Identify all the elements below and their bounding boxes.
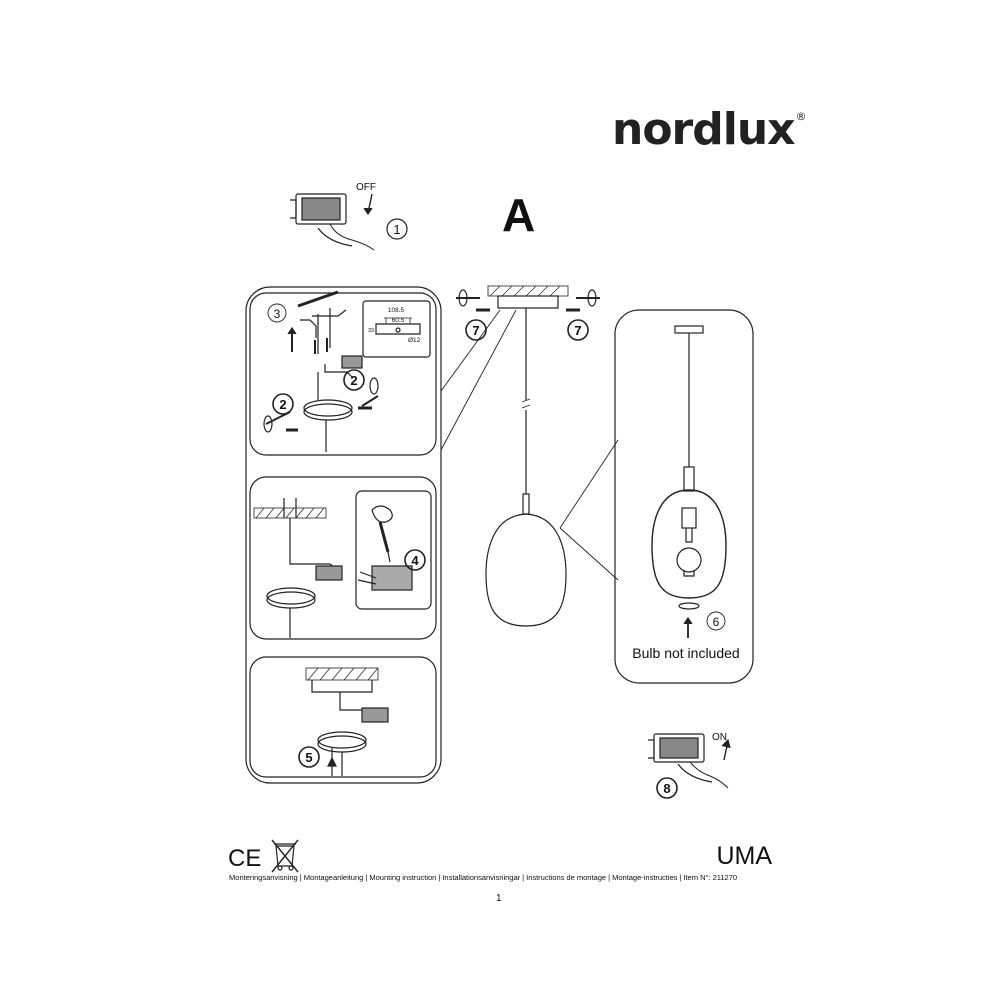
step-3-badge: 3 [267, 303, 287, 323]
bracket-dimension-drawing [375, 317, 421, 335]
bracket-side-label: 33 [368, 328, 374, 334]
step-5-badge: 5 [298, 746, 320, 768]
step-8-badge: 8 [656, 777, 678, 799]
svg-text:2: 2 [279, 397, 286, 412]
svg-text:7: 7 [574, 323, 581, 338]
switch-off-illustration [290, 193, 375, 251]
wiring-detail-box [355, 490, 432, 610]
page-number: 1 [496, 893, 502, 904]
weee-bin-icon [271, 839, 299, 873]
pendant-lamp [485, 308, 567, 627]
svg-text:7: 7 [472, 323, 479, 338]
svg-text:2: 2 [350, 373, 357, 388]
bracket-assembly [263, 290, 379, 452]
step-4-badge: 4 [404, 549, 426, 571]
section-letter: A [502, 189, 536, 241]
svg-text:5: 5 [305, 750, 312, 765]
svg-text:1: 1 [393, 222, 400, 237]
bulb-panel [614, 309, 754, 684]
step-7-badge: 7 [465, 319, 487, 341]
bracket-height-label: 60.5 [392, 317, 405, 324]
bracket-hole-label: Ø12 [408, 337, 421, 344]
callout-line [440, 309, 517, 451]
subpanel-wiring [249, 476, 437, 640]
step-2-badge: 2 [343, 369, 365, 391]
wiring-illustration [253, 498, 343, 638]
subpanel-fixing [249, 656, 437, 778]
bulb-assembly [651, 325, 727, 638]
ce-mark: CE [228, 845, 261, 872]
callout-line [559, 527, 619, 581]
bracket-detail-box [362, 300, 431, 358]
step-1-badge: 1 [386, 218, 408, 240]
ceiling-mount [456, 285, 600, 312]
bracket-width-label: 108.5 [388, 307, 405, 314]
bulb-note: Bulb not included [632, 645, 739, 661]
step-6-badge: 6 [706, 611, 726, 631]
off-label: OFF [356, 182, 376, 193]
on-label: ON [712, 732, 727, 743]
callout-line [440, 309, 501, 392]
switch-on-illustration [648, 733, 731, 789]
subpanel-mounting [249, 292, 437, 456]
svg-text:8: 8 [663, 781, 670, 796]
callout-line [559, 439, 619, 529]
svg-text:6: 6 [713, 615, 720, 629]
fixing-illustration [305, 667, 389, 776]
svg-text:4: 4 [411, 553, 419, 568]
brand-logo: nordlux® [612, 104, 807, 155]
product-name: UMA [716, 842, 772, 870]
step-2-badge: 2 [272, 393, 294, 415]
footer-text: Monteringsanvisning | Montageanleitung |… [229, 873, 738, 882]
svg-text:3: 3 [274, 307, 281, 321]
screwdriver-illustration [357, 505, 413, 591]
step-7-badge: 7 [567, 319, 589, 341]
steps-panel [245, 286, 442, 784]
